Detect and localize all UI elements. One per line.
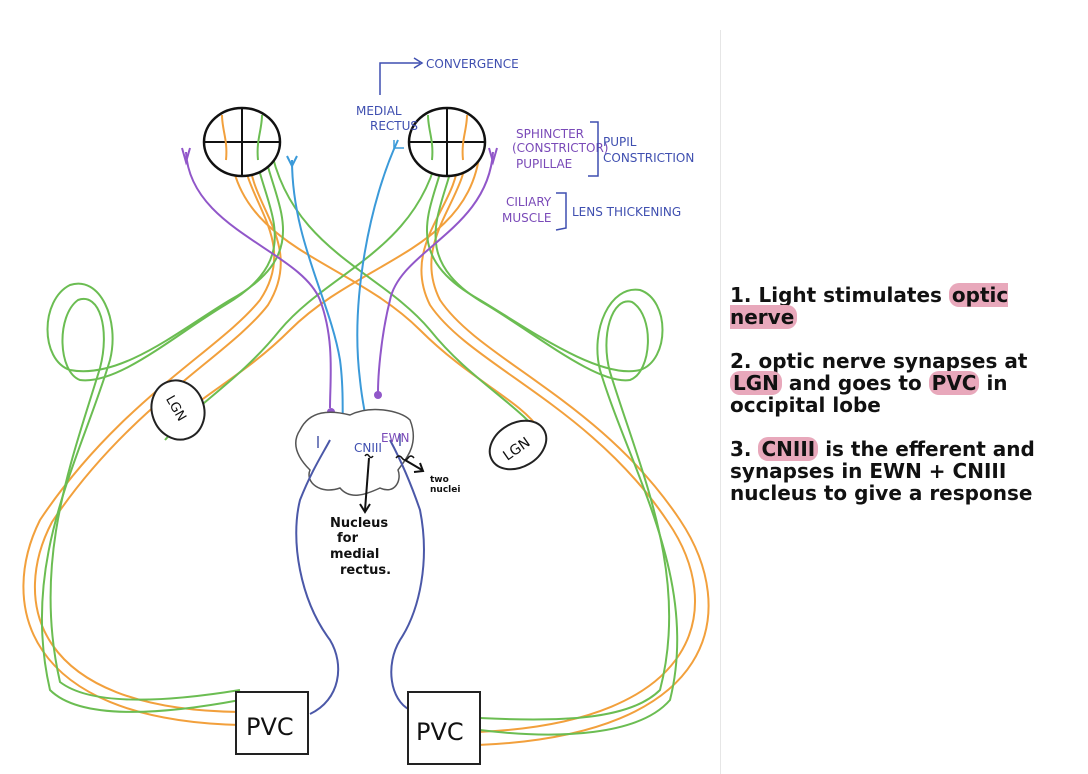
two-nuclei-arrow [404, 459, 423, 471]
navy-pathway-left [295, 439, 340, 715]
pvc-right: PVC [407, 691, 481, 765]
note-3-text: is the efferent and synapses in EWN + CN… [730, 437, 1035, 505]
purple-fiber-left [185, 151, 332, 409]
sphincter-label-line1: SPHINCTER [516, 127, 584, 141]
note-3-highlight-cniii: CNIII [758, 437, 819, 461]
lgn-left: LGN [150, 379, 206, 441]
medial-rectus-label-line2: RECTUS [370, 119, 418, 133]
orange-crossing-fiber-1 [229, 149, 541, 431]
green-crossing-fiber-1 [269, 144, 546, 441]
lgn-right: LGN [488, 419, 548, 471]
sphincter-label-line3: PUPILLAE [516, 157, 572, 171]
green-pathway-right-inner [434, 149, 671, 721]
orange-pathway-left-outer [22, 149, 276, 726]
medial-rectus-label-line1: MEDIAL [356, 104, 402, 118]
note-2: 2. optic nerve synapses at LGN and goes … [730, 350, 1070, 416]
two-nuclei-head [413, 462, 425, 473]
note-2-text: optic nerve synapses at [758, 349, 1028, 373]
pvc-left: PVC [235, 691, 309, 755]
orange-pathway-left-inner [34, 159, 282, 713]
convergence-arrow [379, 62, 420, 95]
orange-pathway-right-inner [420, 159, 696, 733]
ciliary-label-line2: MUSCLE [502, 211, 551, 225]
green-pathway-left-inner [49, 149, 276, 701]
green-pathway-right-outer [426, 139, 679, 736]
medial-rectus-pointer [393, 140, 404, 149]
note-1-text: Light stimulates [758, 283, 942, 307]
nucleus-label-line3: medial [330, 547, 379, 562]
blue-fiber-left [291, 159, 344, 421]
pvc-right-label: PVC [416, 718, 464, 746]
page-divider [720, 30, 721, 774]
note-1: 1. Light stimulates optic nerve [730, 283, 1070, 329]
lens-thickening-label: LENS THICKENING [572, 205, 681, 219]
note-2-highlight-lgn: LGN [730, 371, 782, 395]
nucleus-label-line2: for [337, 531, 359, 546]
note-2-text-after: in occipital lobe [730, 371, 1008, 417]
cniii-label: CNIII [354, 441, 382, 455]
two-nuclei-line2: nuclei [430, 485, 460, 495]
right-eye [407, 106, 487, 178]
note-2-text-middle: and goes to [788, 371, 922, 395]
pupil-constriction-line2: CONSTRICTION [603, 151, 694, 165]
purple-arrow-right [488, 147, 498, 166]
orange-crossing-fiber-2 [169, 149, 481, 431]
sphincter-label-line2: (CONSTRICTOR) [512, 141, 608, 155]
ciliary-bracket [555, 192, 567, 231]
purple-arrow-left [181, 147, 191, 166]
nucleus-pointer-head [359, 503, 371, 514]
note-3-number: 3. [730, 437, 752, 461]
ewn-label: EWN [381, 431, 409, 445]
blue-arrow-left [286, 155, 298, 169]
purple-fiber-right [377, 151, 494, 393]
midbrain-outline [294, 408, 415, 496]
notes-panel: 1. Light stimulates optic nerve 2. optic… [730, 283, 1070, 526]
green-pathway-left-outer [40, 139, 284, 713]
left-eye [202, 106, 282, 178]
nucleus-label-line4: rectus. [340, 563, 391, 578]
pvc-left-label: PVC [246, 713, 294, 741]
note-3: 3. CNIII is the efferent and synapses in… [730, 437, 1070, 505]
note-1-number: 1. [730, 283, 752, 307]
convergence-label: CONVERGENCE [426, 57, 519, 71]
nucleus-pointer-arrow [364, 457, 370, 511]
sphincter-bracket [588, 121, 599, 177]
note-2-number: 2. [730, 349, 752, 373]
convergence-arrowhead [413, 57, 424, 69]
blue-fiber-right [356, 139, 399, 421]
navy-pathway-right [389, 439, 425, 711]
note-2-highlight-pvc: PVC [928, 371, 980, 395]
ciliary-label-line1: CILIARY [506, 195, 552, 209]
two-nuclei-line1: two [430, 475, 449, 485]
cniii-squiggle [364, 453, 374, 459]
purple-synapse-right [374, 391, 382, 399]
nucleus-label-line1: Nucleus [330, 516, 388, 531]
pupil-constriction-line1: PUPIL [603, 135, 637, 149]
